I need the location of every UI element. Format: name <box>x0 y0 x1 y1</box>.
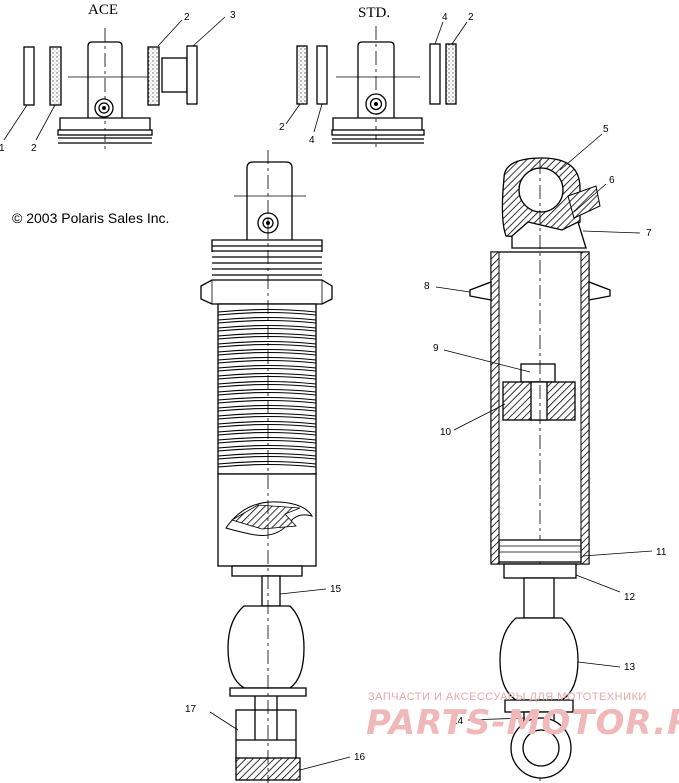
spring-coil <box>217 372 317 380</box>
std-washer-4-right <box>429 43 441 105</box>
callout-ace-2-lower: 2 <box>31 143 37 154</box>
assembled-shock: 15 16 17 <box>185 150 366 783</box>
callout-std-2-lower: 2 <box>279 122 285 133</box>
watermark-logo: PARTS-MOTOR.RU <box>366 703 679 743</box>
callout-ace-1: 1 <box>0 143 5 154</box>
callout-9: 9 <box>433 343 439 354</box>
std-inset: 2 4 4 2 <box>279 12 474 150</box>
lower-eyelet <box>235 709 297 763</box>
spring-coil <box>217 420 317 428</box>
callout-5: 5 <box>603 124 609 135</box>
jounce-bumper-13 <box>499 617 579 701</box>
std-bushing-2-right <box>445 43 457 105</box>
spring-coil <box>217 340 317 348</box>
piston-nut-9 <box>520 363 556 383</box>
callout-17: 17 <box>185 704 197 715</box>
std-header: STD. <box>358 5 390 21</box>
jounce-bumper <box>227 605 305 689</box>
std-washer-4-left <box>316 45 328 105</box>
callout-std-4-lower: 4 <box>309 135 315 146</box>
ace-bushing-2-right <box>147 46 160 106</box>
piston-shaft <box>261 575 281 607</box>
spring-coil <box>217 412 317 420</box>
spring-coil <box>217 404 317 412</box>
ace-header: ACE <box>88 2 118 18</box>
callout-7: 7 <box>646 228 652 239</box>
callout-ace-2-upper: 2 <box>184 12 190 23</box>
callout-12: 12 <box>624 592 636 603</box>
spring-coil <box>217 428 317 436</box>
spring-coil <box>217 460 317 468</box>
std-bushing-2-left <box>296 45 308 105</box>
ace-washer-1 <box>23 46 35 106</box>
ace-bushing-2-left <box>49 46 62 106</box>
spring-coil <box>217 364 317 372</box>
spring-coil <box>217 436 317 444</box>
ace-inset: 1 2 2 3 <box>0 10 236 154</box>
callout-std-2-upper: 2 <box>468 12 474 23</box>
seal-11 <box>498 539 582 563</box>
spring-coil <box>217 324 317 332</box>
spring-coil <box>217 396 317 404</box>
decal-logo <box>230 504 301 530</box>
spring-coil <box>217 316 317 324</box>
ace-spacer-3 <box>161 57 188 93</box>
callout-std-4-upper: 4 <box>442 12 448 23</box>
spring-coil <box>217 308 317 316</box>
callout-14: 14 <box>452 716 464 727</box>
callout-10: 10 <box>440 427 452 438</box>
cutaway-shock: 5 6 7 8 9 10 11 12 13 14 <box>424 124 667 783</box>
callout-16: 16 <box>354 752 366 763</box>
spring-coil <box>217 388 317 396</box>
cap-12 <box>503 563 577 579</box>
watermark: ЗАПЧАСТИ И АКСЕССУАРЫ ДЛЯ МОТОТЕХНИКИ PA… <box>366 691 679 743</box>
spring-coil <box>217 452 317 460</box>
callout-ace-3: 3 <box>230 10 236 21</box>
spring-coil <box>217 444 317 452</box>
preload-thread <box>212 245 322 276</box>
spring-adjuster-nut <box>200 279 333 305</box>
callout-13: 13 <box>624 662 636 673</box>
spring-coil <box>217 348 317 356</box>
mount-ring-8 <box>588 281 611 301</box>
callout-15: 15 <box>330 584 342 595</box>
top-eye-bore <box>518 167 564 213</box>
callout-6: 6 <box>609 175 615 186</box>
callout-8: 8 <box>424 281 430 292</box>
spring-coil <box>217 332 317 340</box>
spring-coil <box>217 380 317 388</box>
watermark-tagline: ЗАПЧАСТИ И АКСЕССУАРЫ ДЛЯ МОТОТЕХНИКИ <box>368 691 647 703</box>
spring-coil <box>217 356 317 364</box>
callout-11: 11 <box>656 547 667 558</box>
copyright-text: © 2003 Polaris Sales Inc. <box>12 210 169 226</box>
